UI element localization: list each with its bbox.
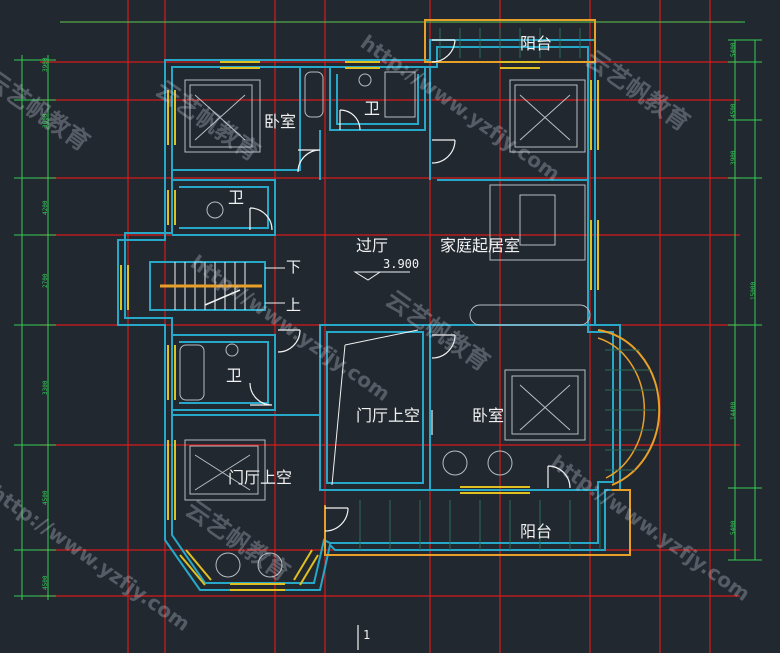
dimension-lines xyxy=(14,21,762,600)
elevation-label: 3.900 xyxy=(383,257,420,271)
stair-down-label: 下 xyxy=(286,258,302,276)
room-label-bedroom-nw: 卧室 xyxy=(264,112,297,131)
room-label-bedroom-se: 卧室 xyxy=(472,406,505,425)
room-label-bath-low: 卫 xyxy=(226,366,243,385)
dim-left-7: 4500 xyxy=(42,575,49,590)
dim-right-1: 5400 xyxy=(730,42,737,57)
room-label-bath-mid: 卫 xyxy=(228,188,245,207)
room-label-hall: 过厅 xyxy=(356,236,389,255)
page-marker: 1 xyxy=(363,628,371,642)
room-label-void-center: 门厅上空 xyxy=(356,406,421,425)
dim-right-6: 5400 xyxy=(730,520,737,535)
dim-right-4: 15000 xyxy=(750,281,757,300)
dim-left-5: 3300 xyxy=(42,380,49,395)
stair xyxy=(160,262,285,310)
room-label-bath-top: 卫 xyxy=(364,99,381,118)
doors xyxy=(249,39,571,532)
dim-right-3: 3900 xyxy=(730,150,737,165)
room-label-void-sw: 门厅上空 xyxy=(228,468,293,487)
dim-left-1: 3900 xyxy=(42,57,49,72)
room-label-balcony-bottom: 阳台 xyxy=(520,522,553,541)
windows xyxy=(120,61,599,591)
balconies xyxy=(324,19,661,556)
dim-left-3: 4200 xyxy=(42,200,49,215)
room-label-balcony-top: 阳台 xyxy=(520,34,553,53)
room-label-family-room: 家庭起居室 xyxy=(440,236,521,255)
dim-right-5: 14400 xyxy=(730,401,737,420)
furniture xyxy=(179,71,591,578)
dim-right-2: 4500 xyxy=(730,103,737,118)
dim-left-4: 2700 xyxy=(42,273,49,288)
void-marker xyxy=(331,271,419,486)
dim-left-6: 4500 xyxy=(42,490,49,505)
stair-up-label: 上 xyxy=(286,296,302,314)
